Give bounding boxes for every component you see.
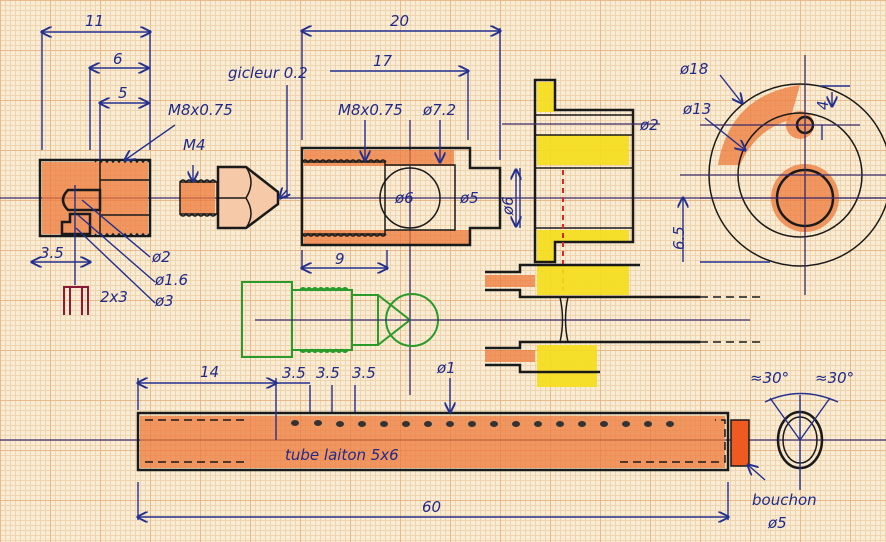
dim-11: 11: [85, 12, 104, 30]
dia-1-6: ø1.6: [154, 271, 188, 289]
pitch-2: 3.5: [316, 364, 340, 382]
plug-label: bouchon: [752, 491, 817, 509]
body-dimensions: 20 17 9 M8x0.75 ø7.2 ø6 ø5 ø6: [302, 12, 520, 270]
tube-material: tube laiton 5x6: [285, 446, 399, 464]
jet-note: gicleur 0.2: [228, 64, 308, 82]
dim-9: 9: [335, 250, 345, 268]
dim-17: 17: [373, 52, 393, 70]
plug: [730, 419, 750, 467]
jet-thread-label: M4: [183, 136, 206, 154]
pitch-1: 3.5: [282, 364, 306, 382]
pipe-section: [485, 263, 760, 387]
dia-2: ø2: [151, 248, 171, 266]
dia-3: ø3: [154, 292, 174, 310]
tube-dimensions: 14 3.5 3.5 3.5 ø1 tube laiton 5x6 60 bou…: [138, 359, 854, 532]
flanged-sleeve-part: ø2: [502, 78, 660, 290]
dim-5: 5: [118, 84, 128, 102]
green-assembly-sketch: [241, 281, 750, 358]
dim-6: 6: [113, 50, 123, 68]
dim-4: 4: [814, 100, 832, 110]
jet-holder-body: [300, 146, 502, 247]
angle-left: ≈30°: [750, 369, 789, 387]
dim-14: 14: [200, 363, 219, 381]
left-dimensions: 11 6 5 M8x0.75 3.5 ø2 ø1.6 ø3 2x3: [32, 12, 233, 310]
dim-6-5: 6.5: [670, 226, 688, 250]
dia-13: ø13: [682, 100, 711, 118]
brass-tube: [136, 392, 839, 490]
dia-7-2: ø7.2: [422, 101, 456, 119]
tube-length: 60: [422, 498, 441, 516]
dim-20: 20: [390, 12, 409, 30]
dia-18: ø18: [679, 60, 708, 78]
angle-right: ≈30°: [815, 369, 854, 387]
dia-2-side: ø2: [639, 116, 659, 134]
plug-diameter: ø5: [767, 514, 787, 532]
slot-size: 2x3: [100, 288, 128, 306]
pitch-3: 3.5: [352, 364, 376, 382]
left-nozzle-part: [38, 158, 152, 315]
jet-part: M4 gicleur 0.2: [179, 64, 308, 230]
slot-view: [63, 286, 89, 315]
end-view: ø18 ø13 6.5 4: [670, 55, 886, 295]
body-thread-label: M8x0.75: [338, 101, 403, 119]
tube-holes: [291, 420, 674, 427]
dia-5: ø5: [459, 189, 479, 207]
dia-6: ø6: [394, 189, 414, 207]
dia-6-side: ø6: [499, 196, 517, 216]
hole-diameter: ø1: [436, 359, 456, 377]
dim-3-5: 3.5: [40, 244, 64, 262]
thread-label: M8x0.75: [168, 101, 233, 119]
